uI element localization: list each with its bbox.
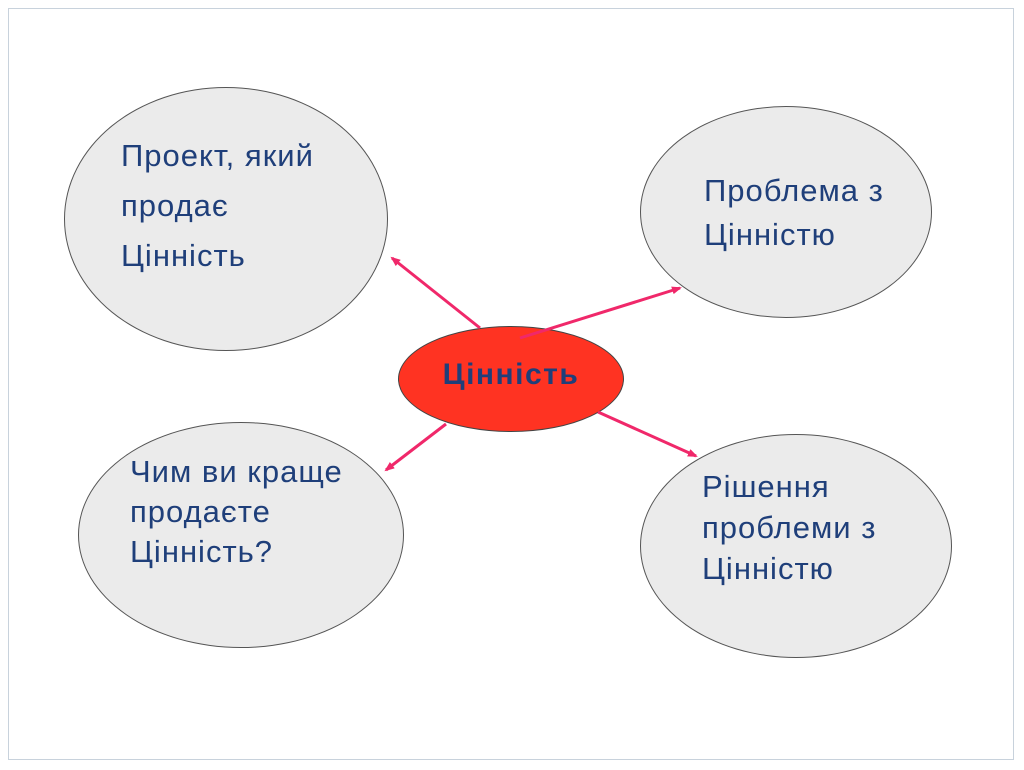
node-bottom-right-line-2: проблеми з: [702, 510, 877, 545]
center-label: Цінність: [442, 358, 580, 391]
node-top-left-line-3: Цінність: [121, 238, 246, 273]
node-top-right-ellipse: [640, 106, 932, 318]
node-top-left-ellipse: [64, 87, 388, 351]
arrow-to-bottom-right: [597, 410, 698, 458]
node-bottom-right-ellipse: [640, 434, 952, 658]
node-bottom-left-ellipse: [78, 422, 404, 648]
node-top-left-line-2: продає: [121, 188, 229, 223]
arrow-to-top-right: [519, 286, 682, 340]
node-top-left-line-1: Проект, який: [121, 138, 314, 173]
node-top-left-text: Проект, який продає Цінність: [121, 131, 314, 281]
center-ellipse: [398, 326, 624, 432]
node-bottom-left-text: Чим ви краще продаєте Цінність?: [130, 452, 343, 572]
arrow-to-bottom-left: [384, 422, 447, 472]
node-bottom-right-text: Рішення проблеми з Цінністю: [702, 466, 876, 589]
node-top-right-line-1: Проблема з: [704, 173, 884, 208]
node-bottom-right-line-1: Рішення: [702, 469, 830, 504]
arrow-to-top-left: [390, 256, 481, 330]
node-bottom-left-line-1: Чим ви краще: [130, 454, 343, 489]
node-top-right-line-2: Цінністю: [704, 217, 836, 252]
node-bottom-right-line-3: Цінністю: [702, 551, 834, 586]
node-top-right-text: Проблема з Цінністю: [704, 169, 884, 257]
node-bottom-left-line-2: продаєте: [130, 494, 271, 529]
node-bottom-left-line-3: Цінність?: [130, 534, 274, 569]
